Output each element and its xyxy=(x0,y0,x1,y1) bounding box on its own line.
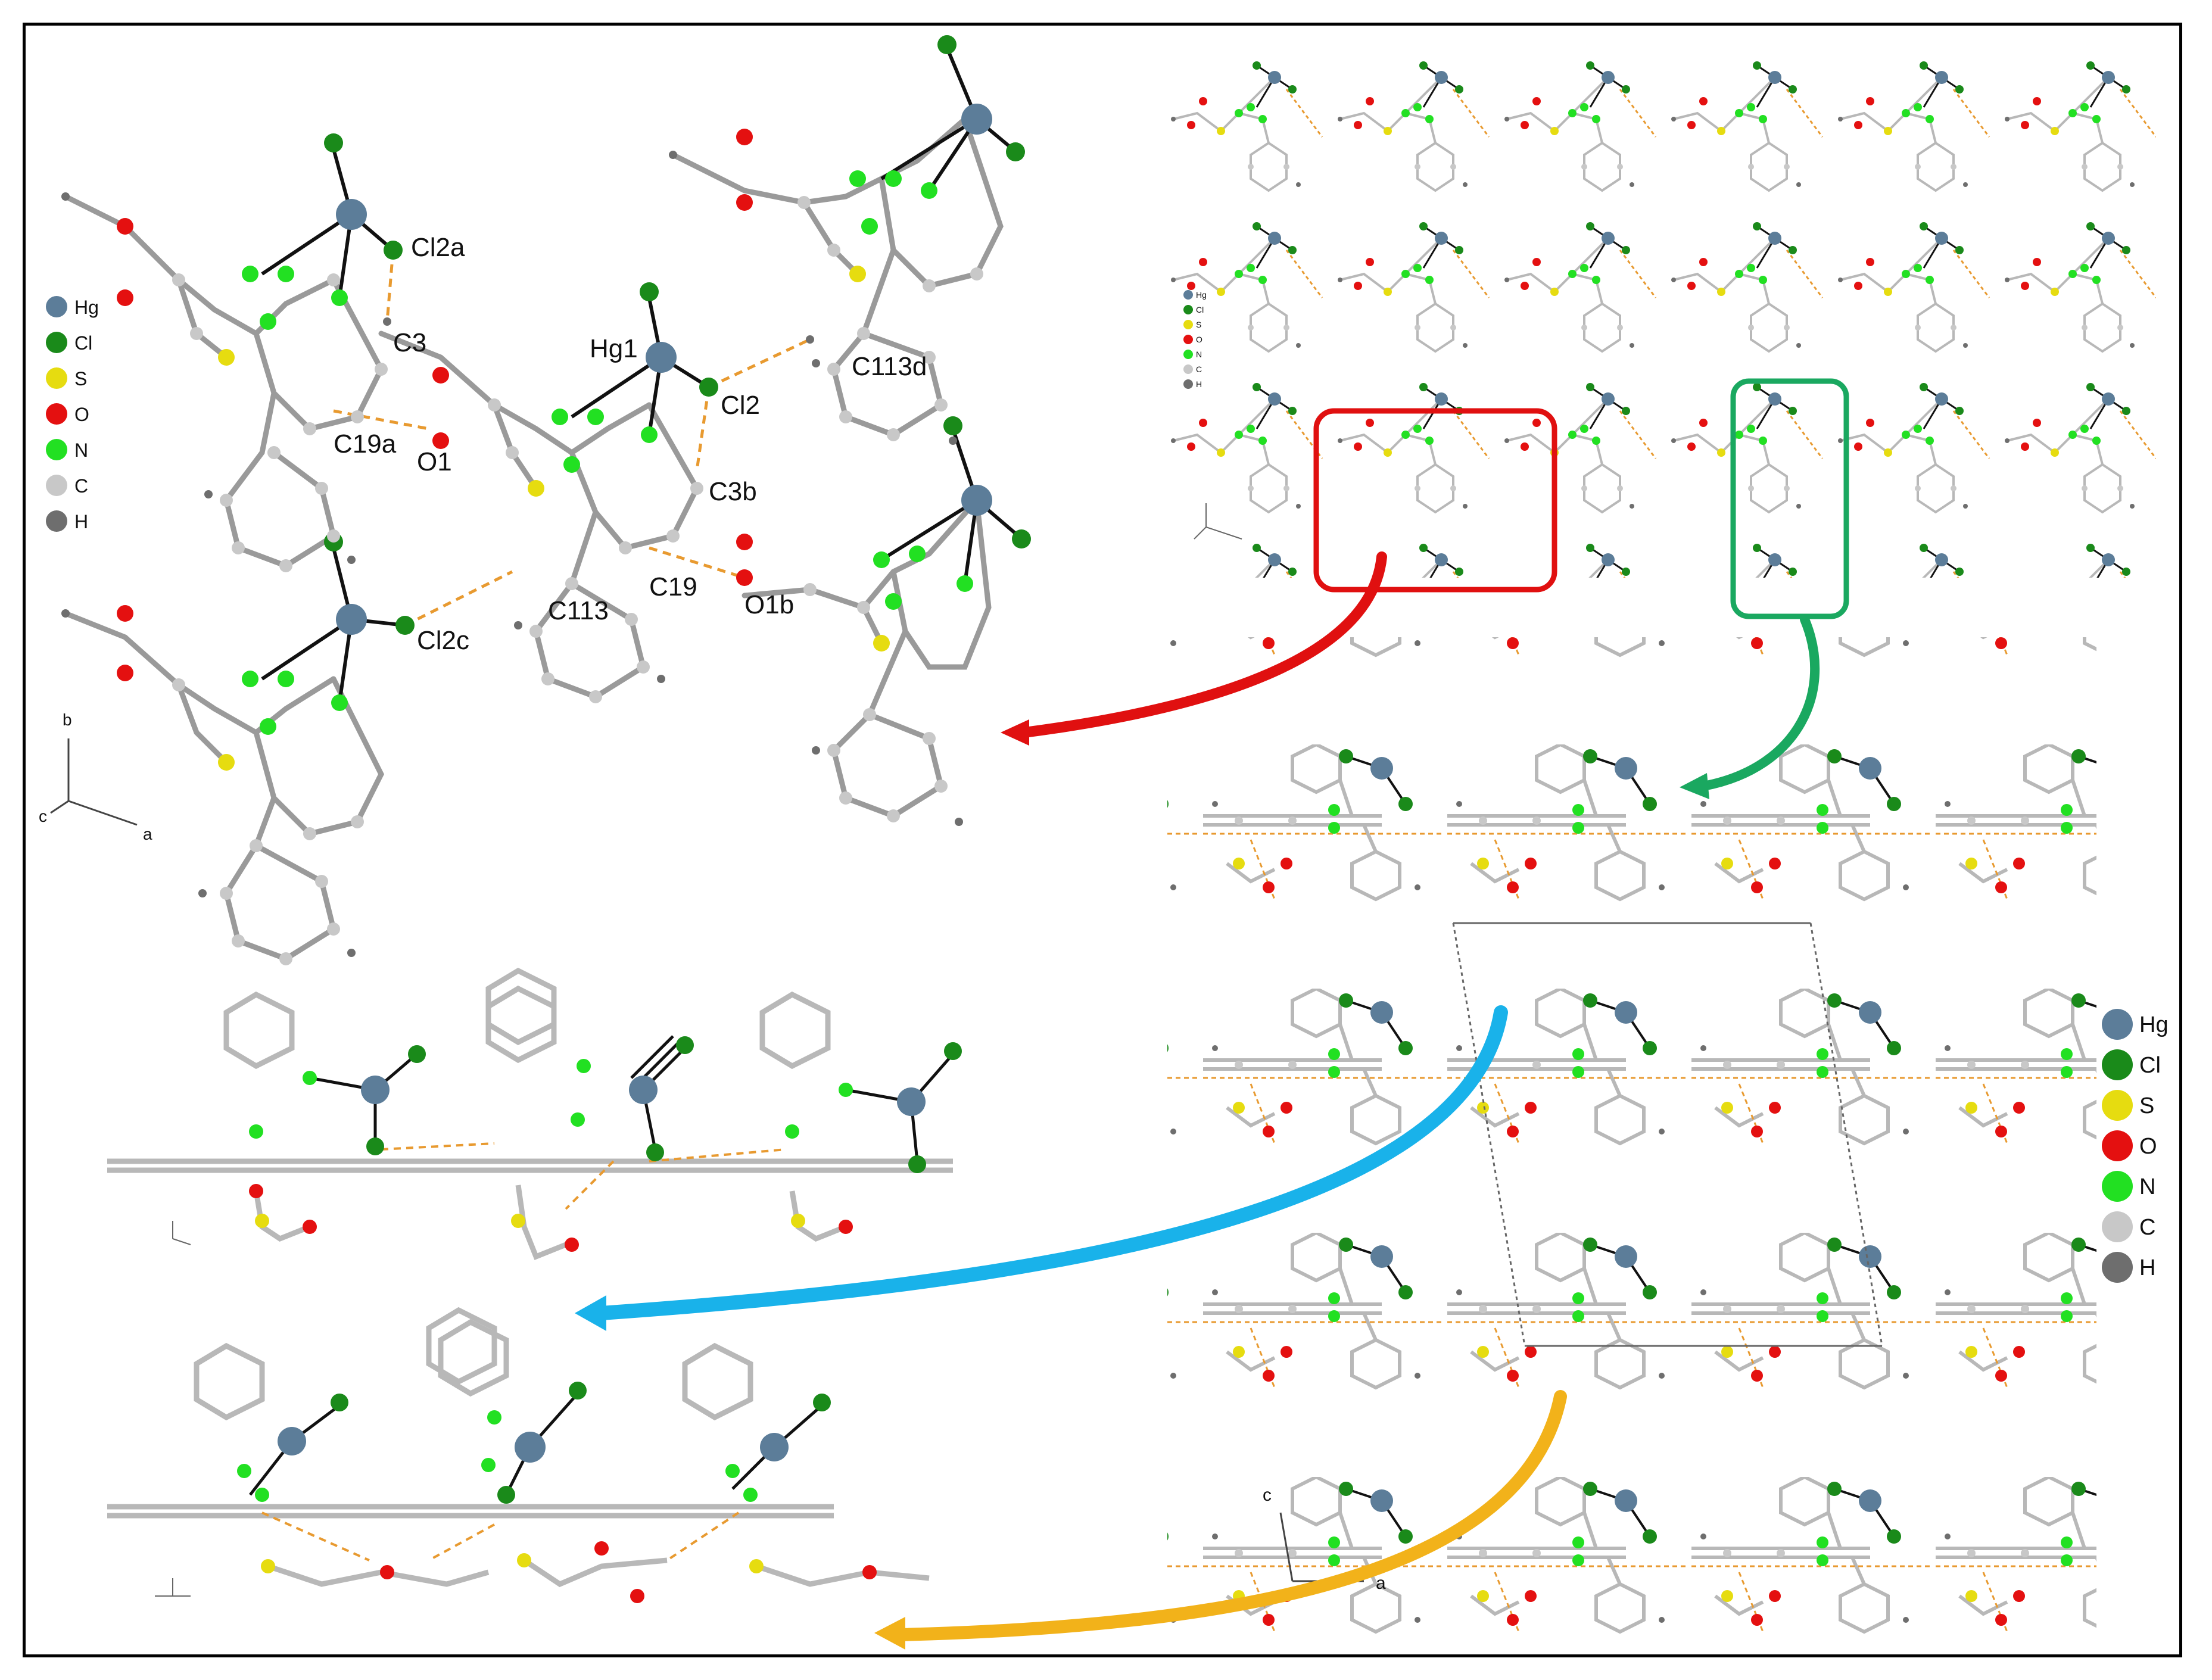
svg-text:Hg: Hg xyxy=(1196,290,1207,300)
connector-arrows xyxy=(575,551,1820,1650)
arrow-green xyxy=(1699,615,1820,791)
axis-label-b: b xyxy=(63,710,72,729)
legend-right: Hg Cl S O N C H xyxy=(2102,1009,2169,1283)
svg-text:Cl: Cl xyxy=(1196,305,1204,314)
label-c19: C19 xyxy=(649,572,697,601)
svg-text:S: S xyxy=(74,368,87,389)
svg-text:O: O xyxy=(1196,335,1202,344)
svg-text:N: N xyxy=(2139,1174,2155,1199)
highlight-box-green xyxy=(1730,378,1849,619)
svg-text:N: N xyxy=(1196,350,1202,359)
panel1-atoms xyxy=(61,35,1031,965)
svg-text:H: H xyxy=(74,511,88,532)
label-cl2: Cl2 xyxy=(721,391,760,420)
svg-text:H: H xyxy=(1196,379,1202,389)
svg-text:O: O xyxy=(2139,1134,2157,1159)
highlight-box-red xyxy=(1313,408,1557,593)
label-c3b: C3b xyxy=(709,477,757,506)
axis-label-c: c xyxy=(39,807,47,825)
label-o1b: O1b xyxy=(744,590,794,619)
svg-text:C: C xyxy=(2139,1215,2155,1240)
arrow-blue xyxy=(594,1005,1508,1320)
svg-text:C: C xyxy=(1196,364,1202,374)
arrow-red xyxy=(1019,551,1387,738)
label-c19a: C19a xyxy=(334,429,397,459)
packing-panel-top-right: Hg Cl S O N C H xyxy=(1167,54,2156,619)
svg-text:Hg: Hg xyxy=(2139,1012,2169,1037)
label-cl2c: Cl2c xyxy=(417,626,469,655)
svg-text:Cl: Cl xyxy=(74,332,92,354)
unit-cell xyxy=(1452,922,1883,1347)
figure-frame xyxy=(23,23,2182,1657)
side-view-panel-upper xyxy=(107,967,962,1260)
legend-tiny: Hg Cl S O N C H xyxy=(1183,290,1207,389)
svg-text:H: H xyxy=(2139,1255,2155,1280)
svg-text:S: S xyxy=(1196,320,1201,329)
lattice-panel-bottom-right: c a xyxy=(1167,637,2096,1644)
label-c113d: C113d xyxy=(852,352,927,381)
svg-text:N: N xyxy=(74,440,88,461)
hbond-network-panel: Cl2a C3 Hg1 Cl2 C113d C19a O1 C3b C113 C… xyxy=(39,35,1031,965)
label-c3: C3 xyxy=(393,328,426,357)
axis-label-a: a xyxy=(143,825,152,843)
svg-text:S: S xyxy=(2139,1093,2154,1118)
label-hg1: Hg1 xyxy=(590,334,638,363)
svg-text:Cl: Cl xyxy=(2139,1053,2161,1078)
label-c113: C113 xyxy=(548,596,609,625)
axis-label-a-br: a xyxy=(1376,1573,1386,1593)
label-cl2a: Cl2a xyxy=(411,233,465,262)
axis-label-c-br: c xyxy=(1263,1485,1272,1505)
side-view-panel-lower xyxy=(107,1307,930,1603)
legend-small: Hg Cl S O N C H xyxy=(46,296,99,532)
svg-text:C: C xyxy=(74,475,88,497)
arrow-orange xyxy=(893,1390,1567,1641)
atom-label-group: Cl2a C3 Hg1 Cl2 C113d C19a O1 C3b C113 C… xyxy=(334,233,927,655)
svg-text:Hg: Hg xyxy=(74,297,99,318)
label-o1: O1 xyxy=(417,447,452,476)
svg-text:O: O xyxy=(74,404,89,425)
axis-triad-topleft xyxy=(50,738,138,826)
axis-triad-small xyxy=(1194,503,1242,540)
